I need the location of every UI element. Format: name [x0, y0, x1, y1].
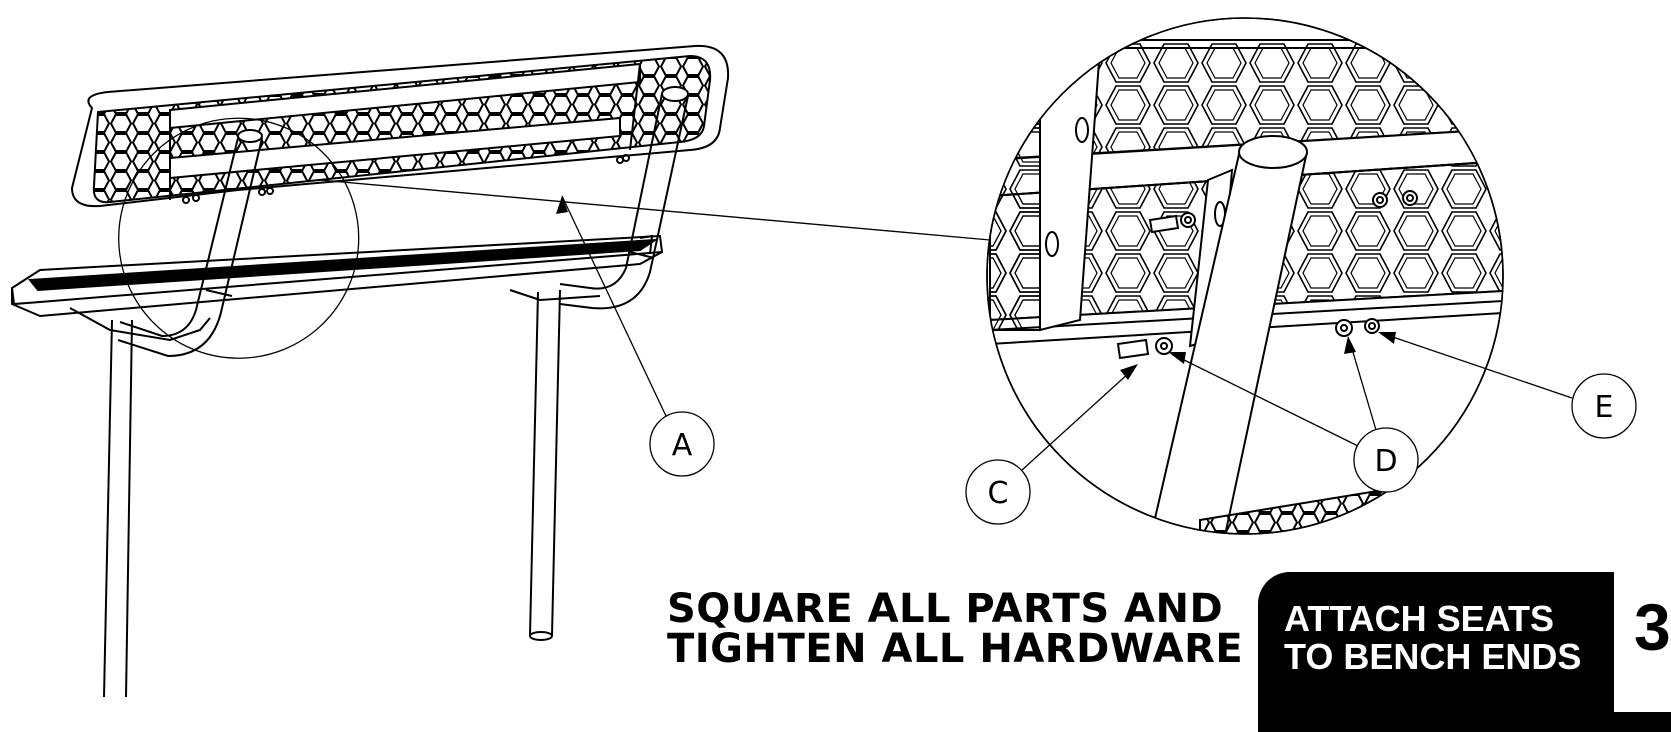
detail-view — [986, 17, 1504, 535]
instruction-line-1: SQUARE ALL PARTS AND — [667, 586, 1224, 632]
right-leg — [529, 289, 561, 636]
step-title-line-1: ATTACH SEATS — [1284, 598, 1554, 639]
callout-d-label: D — [1374, 444, 1397, 479]
callout-a: A — [556, 195, 715, 477]
bench — [10, 44, 730, 697]
callout-c: C — [965, 364, 1138, 525]
step-title-box: ATTACH SEATS TO BENCH ENDS — [1258, 572, 1671, 732]
callout-d: D — [1168, 336, 1419, 493]
callout-a-label: A — [672, 428, 693, 463]
callout-e-label: E — [1595, 390, 1614, 425]
assembly-drawing: A C D E — [10, 17, 1637, 697]
callout-e: E — [1378, 332, 1637, 439]
instruction-line-2: TIGHTEN ALL HARDWARE — [667, 626, 1244, 672]
step-number-box: 3 — [1614, 572, 1671, 712]
callout-c-label: C — [988, 476, 1009, 511]
detail-post — [1148, 149, 1307, 534]
step-title-line-2: TO BENCH ENDS — [1284, 636, 1582, 677]
detail-hardware — [1116, 190, 1418, 360]
instruction-text: SQUARE ALL PARTS AND TIGHTEN ALL HARDWAR… — [667, 589, 1243, 669]
step-number: 3 — [1634, 590, 1671, 664]
detail-reference-circle — [118, 167, 360, 359]
backrest-hardware — [182, 154, 630, 204]
left-leg — [103, 319, 133, 697]
detail-leader-line — [319, 179, 991, 241]
step-title: ATTACH SEATS TO BENCH ENDS — [1284, 600, 1581, 676]
right-back-post — [559, 93, 689, 310]
left-back-post — [117, 137, 263, 358]
